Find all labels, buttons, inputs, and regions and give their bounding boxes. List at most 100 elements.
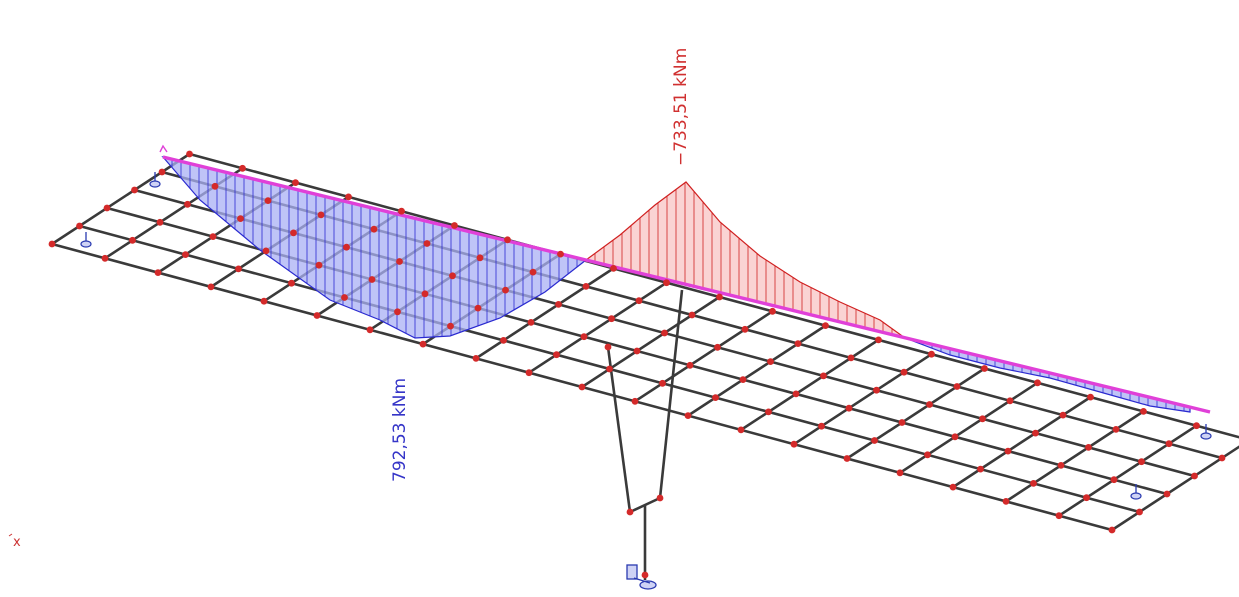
mesh-node xyxy=(632,398,639,405)
mesh-node xyxy=(765,409,772,416)
mesh-node xyxy=(369,276,376,283)
support-base xyxy=(150,181,160,187)
axis-triad-icon: x xyxy=(9,534,21,550)
mesh-node xyxy=(1056,512,1063,519)
mesh-node xyxy=(367,326,374,333)
mesh-node xyxy=(1219,455,1226,462)
mesh-node xyxy=(186,151,193,158)
mesh-node xyxy=(104,205,111,212)
mesh-node xyxy=(1060,412,1067,419)
mesh-node xyxy=(477,254,484,261)
mesh-node xyxy=(212,183,219,190)
mesh-node xyxy=(288,280,295,287)
mesh-node xyxy=(952,433,959,440)
mesh-node xyxy=(420,341,427,348)
mesh-node xyxy=(396,258,403,265)
column-node xyxy=(657,495,664,502)
mesh-node xyxy=(343,244,350,251)
mesh-node xyxy=(950,484,957,491)
column-node xyxy=(627,509,634,516)
base-block xyxy=(627,565,637,579)
mesh-node xyxy=(742,326,749,333)
mesh-node xyxy=(659,380,666,387)
mesh-node xyxy=(581,333,588,340)
mesh-node xyxy=(318,212,325,219)
mesh-node xyxy=(608,315,615,322)
mesh-node xyxy=(610,265,617,272)
mesh-node xyxy=(875,337,882,344)
mesh-node xyxy=(1109,527,1116,534)
mesh-node xyxy=(634,348,641,355)
negative-moment-label: −733,51 kNm xyxy=(671,48,691,166)
mesh-node xyxy=(1032,430,1039,437)
support-base xyxy=(1201,433,1211,439)
mesh-node xyxy=(844,455,851,462)
mesh-node xyxy=(129,237,136,244)
mesh-node xyxy=(526,369,533,376)
mesh-node xyxy=(769,308,776,315)
mesh-node xyxy=(822,322,829,329)
mesh-node xyxy=(663,279,670,286)
mesh-node xyxy=(873,387,880,394)
mesh-node xyxy=(265,197,272,204)
mesh-node xyxy=(1111,476,1118,483)
mesh-node xyxy=(1087,394,1094,401)
mesh-node xyxy=(261,298,268,305)
column-base-support-icon xyxy=(627,565,656,589)
mesh-node xyxy=(1191,473,1198,480)
mesh-node xyxy=(345,194,352,201)
mesh-node xyxy=(49,241,56,248)
mesh-node xyxy=(848,355,855,362)
mesh-node xyxy=(1113,426,1120,433)
mesh-node xyxy=(131,187,138,194)
mesh-node xyxy=(818,423,825,430)
mesh-node xyxy=(528,319,535,326)
mesh-node xyxy=(926,401,933,408)
mesh-node xyxy=(791,441,798,448)
mesh-node xyxy=(899,419,906,426)
mesh-node xyxy=(981,365,988,372)
mesh-node xyxy=(553,351,560,358)
mesh-node xyxy=(424,240,431,247)
mesh-node xyxy=(341,294,348,301)
mesh-node xyxy=(1138,458,1145,465)
mesh-node xyxy=(1007,397,1014,404)
mesh-node xyxy=(1164,491,1171,498)
axis-x-label: x xyxy=(13,535,21,550)
mesh-node xyxy=(102,255,109,262)
beam-start-marker xyxy=(160,146,167,152)
pinned-support-icon xyxy=(81,232,91,247)
mesh-node xyxy=(449,272,456,279)
mesh-node xyxy=(1058,462,1065,469)
mesh-node xyxy=(977,466,984,473)
mesh-node xyxy=(740,376,747,383)
mesh-node xyxy=(685,412,692,419)
mesh-node xyxy=(555,301,562,308)
mesh-node xyxy=(1085,444,1092,451)
moment-area-polygon xyxy=(586,182,905,338)
mesh-node xyxy=(716,294,723,301)
mesh-node xyxy=(500,337,507,344)
support-base xyxy=(81,241,91,247)
mesh-node xyxy=(182,251,189,258)
mesh-node xyxy=(316,262,323,269)
mesh-node xyxy=(846,405,853,412)
mesh-node xyxy=(820,373,827,380)
mesh-node xyxy=(606,366,613,373)
column-member xyxy=(660,290,682,498)
mesh-node xyxy=(473,355,480,362)
mesh-node xyxy=(1030,480,1037,487)
positive-moment-label: 792,53 kNm xyxy=(390,378,410,482)
mesh-node xyxy=(712,394,719,401)
negative-moment-area xyxy=(586,182,905,338)
mesh-node xyxy=(901,369,908,376)
mesh-node xyxy=(1003,498,1010,505)
mesh-node xyxy=(237,215,244,222)
column-node xyxy=(642,572,649,579)
mesh-node xyxy=(530,269,537,276)
mesh-node xyxy=(208,284,215,291)
mesh-node xyxy=(1136,509,1143,516)
mesh-node xyxy=(504,236,511,243)
